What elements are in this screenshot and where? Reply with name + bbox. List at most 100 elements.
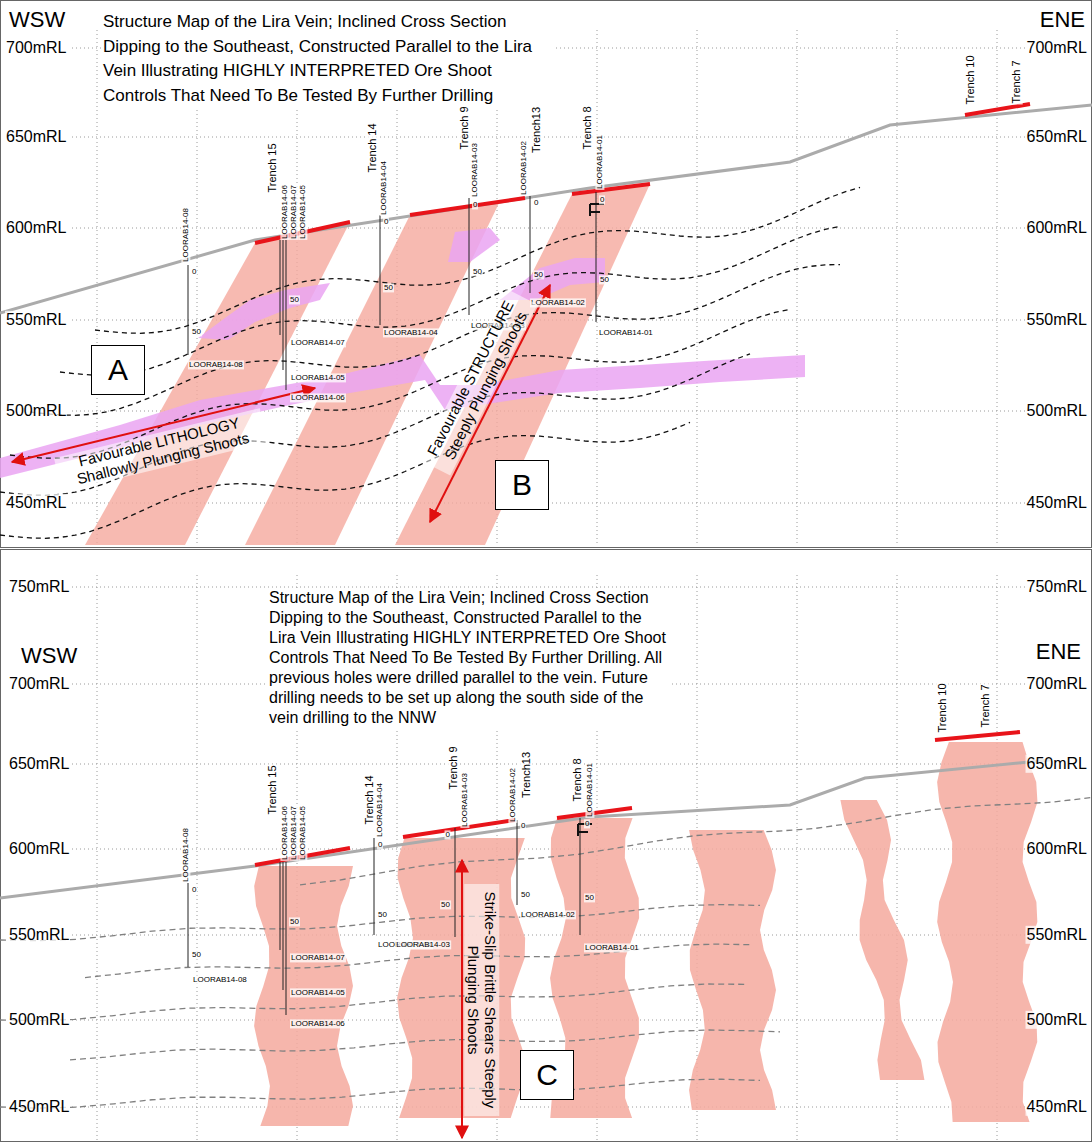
drillhole-label: LOORAB14-04: [375, 782, 384, 838]
drillhole-label: LOORAB14-06: [280, 805, 289, 861]
drill-hole: [286, 862, 287, 1015]
drillhole-label: LOORAB14-04: [379, 160, 388, 216]
annotation-label: 600mRL: [1026, 840, 1088, 858]
drill-hole: [469, 198, 470, 315]
panel-frame: [1, 1, 1092, 548]
annotation-label: Trench 10: [936, 682, 949, 733]
drillhole-label: LOORAB14-07: [289, 184, 298, 240]
drillhole-label: LOORAB14-01: [595, 134, 604, 190]
heading-text: WSW: [8, 7, 66, 32]
annotation-label: 550mRL: [1026, 311, 1088, 329]
annotation-label: 450mRL: [5, 494, 67, 512]
annotation-label: 650mRL: [5, 128, 67, 146]
annotation-label: Trench13: [530, 106, 543, 154]
annotation-label: 500mRL: [1026, 1011, 1088, 1029]
annotation-label: 600mRL: [8, 840, 70, 858]
drillhole-label: LOORAB14-08: [192, 975, 248, 984]
drillhole-label: 50: [191, 327, 202, 336]
drillhole-label: LOORAB14-02: [519, 140, 528, 196]
contact-line: [30, 265, 840, 416]
callout-letter: B: [512, 470, 532, 500]
drill-hole: [280, 862, 281, 950]
annotation-label: Trench13: [520, 751, 533, 799]
ore-shoot-band: [840, 800, 924, 1080]
drillhole-label: LOORAB14-06: [290, 393, 346, 402]
callout-box: A: [91, 345, 145, 395]
annotation-label: Structure Map of the Lira Vein; Inclined…: [268, 588, 670, 728]
grid-line: [72, 764, 1028, 765]
heading-text: ENE: [1039, 7, 1086, 32]
annotation-label: 550mRL: [5, 311, 67, 329]
drillhole-label: LOORAB14-07: [289, 805, 298, 861]
annotation-label: Trench 9: [458, 105, 471, 150]
contact-line: [0, 905, 760, 941]
drillhole-label: 50: [472, 267, 483, 276]
drillhole-label: LOORAB14-05: [290, 988, 346, 997]
drill-hole: [283, 240, 284, 370]
drillhole-label: 0: [377, 840, 383, 849]
ore-shoot-band: [689, 830, 776, 1110]
drillhole-label: LOORAB14-06: [280, 184, 289, 240]
grid-line: [72, 503, 1028, 504]
trench-line: [403, 820, 515, 837]
trench-line: [410, 198, 525, 215]
lithology-band: [448, 228, 500, 262]
contact-line: [0, 984, 745, 1021]
annotation-label: Trench 14: [363, 774, 376, 825]
drillhole-label: 50: [584, 893, 595, 902]
grid-line: [897, 30, 898, 545]
annotation-label: Trench 7: [979, 683, 992, 728]
drill-hole: [380, 215, 381, 325]
annotation-label: 650mRL: [8, 755, 70, 773]
drill-hole: [517, 820, 518, 905]
heading-text: ENE: [1035, 639, 1082, 664]
topography-line: [0, 105, 1092, 313]
drillhole-label: LOORAB14-01: [584, 943, 640, 952]
drillhole-label: 0: [472, 200, 478, 209]
contact-line: [95, 187, 860, 333]
callout-box: B: [495, 460, 549, 510]
trench-line: [965, 104, 1030, 115]
drillhole-label: 50: [289, 917, 300, 926]
annotation-label: Trench 8: [581, 105, 594, 150]
drillhole-label: LOORAB14-07: [290, 953, 346, 962]
sample-symbol: [590, 204, 604, 216]
drillhole-label: 50: [191, 950, 202, 959]
drillhole-label: LOORAB14-05: [298, 184, 307, 240]
grid-line: [797, 575, 798, 1140]
trench-line: [572, 184, 650, 194]
drillhole-label: LOORAB14-08: [181, 827, 190, 883]
drillhole-label: 0: [584, 819, 590, 828]
drillhole-label: 0: [191, 885, 197, 894]
grid-line: [72, 1107, 1028, 1108]
drillhole-label: LOORAB14-07: [290, 338, 346, 347]
drill-hole: [188, 265, 189, 355]
grid-line: [797, 30, 798, 545]
annotation-label: 450mRL: [1026, 494, 1088, 512]
annotation-label: 500mRL: [8, 1011, 70, 1029]
drillhole-label: 0: [383, 217, 389, 226]
drillhole-label: LOORAB14-05: [298, 805, 307, 861]
plunge-arrow: [461, 860, 463, 1138]
drillhole-label: LOORAB14-08: [188, 360, 244, 369]
drill-hole: [286, 240, 287, 390]
annotation-label: Trench 15: [266, 142, 279, 193]
drillhole-label: LOORAB14-02: [520, 910, 576, 919]
contact-line: [0, 354, 750, 495]
annotation-label: Trench 9: [447, 745, 460, 790]
ore-shoot-band: [254, 866, 353, 1126]
annotation-label: Trench 8: [571, 757, 584, 802]
contact-line: [60, 226, 840, 375]
annotation-label: 700mRL: [1026, 39, 1088, 57]
annotation-label: Trench 15: [266, 764, 279, 815]
drillhole-label: LOORAB14-03: [460, 772, 469, 828]
callout-letter: C: [536, 1060, 558, 1090]
grid-line: [697, 30, 698, 545]
drillhole-label: LOORAB14-08: [181, 207, 190, 263]
grid-line: [72, 137, 1028, 138]
drillhole-label: LOORAB14-03: [470, 142, 479, 198]
drillhole-label: 50: [377, 910, 388, 919]
annotation-label: 550mRL: [1026, 926, 1088, 944]
